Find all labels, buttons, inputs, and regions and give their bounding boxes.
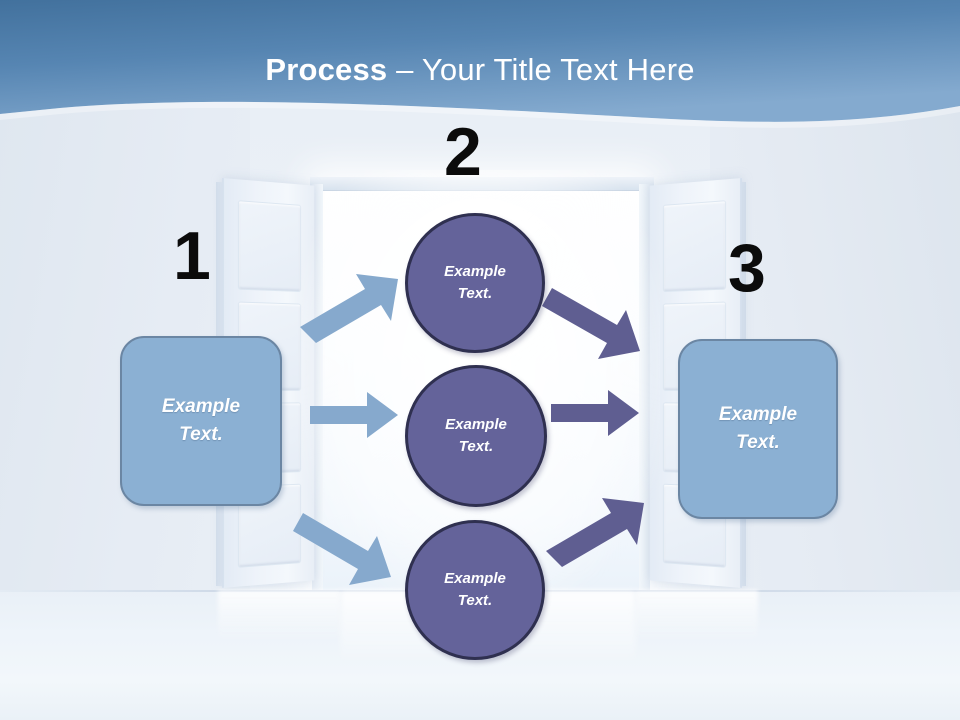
process-circle-top-line2: Text.	[457, 285, 493, 302]
floor-reflection-left	[218, 590, 340, 642]
page-title-light: – Your Title Text Here	[387, 52, 695, 87]
header-wave-shape	[0, 0, 960, 128]
step-number-1: 1	[173, 218, 211, 294]
process-box-left-line1: Example	[161, 396, 241, 418]
header-banner	[0, 0, 960, 145]
process-circle-middle-line1: Example	[445, 415, 507, 433]
process-circle-top-line1: Example	[444, 262, 506, 280]
floor-reflection-right	[636, 590, 758, 642]
process-circle-middle[interactable]: Example Text.	[405, 365, 547, 507]
door-jamb-right	[639, 184, 650, 596]
door-lintel	[310, 177, 654, 191]
process-circle-middle-line2: Text.	[458, 438, 494, 455]
step-number-2: 2	[444, 114, 482, 190]
process-box-right[interactable]: Example Text.	[678, 339, 838, 519]
page-title: Process – Your Title Text Here	[0, 52, 960, 88]
page-title-strong: Process	[265, 52, 388, 87]
door-panel	[663, 201, 726, 292]
process-circle-bottom[interactable]: Example Text.	[405, 520, 545, 660]
process-circle-top[interactable]: Example Text.	[405, 213, 545, 353]
step-number-3: 3	[728, 230, 766, 306]
process-box-left[interactable]: Example Text.	[120, 336, 282, 506]
process-circle-bottom-line1: Example	[444, 569, 506, 587]
process-circle-bottom-line2: Text.	[457, 592, 493, 609]
process-box-left-line2: Text.	[179, 424, 223, 445]
process-box-right-line2: Text.	[736, 432, 780, 453]
door-panel	[238, 201, 301, 292]
process-box-right-line1: Example	[718, 404, 798, 426]
